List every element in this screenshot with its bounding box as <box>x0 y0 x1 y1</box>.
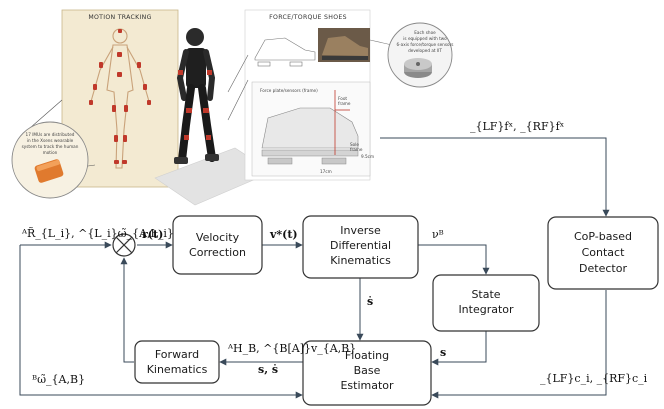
cop-detector-block: CoP-based Contact Detector <box>547 216 659 290</box>
shoe-sketch-top <box>254 37 316 67</box>
floating-base-label-3: Estimator <box>340 379 394 392</box>
motion-tracking-title: MOTION TRACKING <box>88 14 151 21</box>
state-integrator-label-1: State <box>471 288 500 301</box>
forward-kinematics-label-2: Kinematics <box>147 363 208 376</box>
signal-labels: ᴬR̃_{L_i}, ^{L_i}ω̃_{A,L_i} r(t) v*(t) ν… <box>21 120 648 386</box>
sensor-note-line-4: developed at IIT <box>408 48 442 53</box>
shoe-technical-drawing: Force plate/sensors (frame) Foot frame S… <box>251 81 374 177</box>
sensor-note-line-3: 6-axis force/torque sensors <box>397 42 454 47</box>
state-integrator-label-2: Integrator <box>458 303 514 316</box>
imu-note-line-1: 17 IMUs are distributed <box>26 132 75 137</box>
s-label: s <box>440 346 446 359</box>
ft-sensor-icon <box>404 58 432 78</box>
summing-junction <box>112 233 136 257</box>
s-dot-label: ṡ <box>367 295 373 308</box>
sensor-note-line-1: Each shoe <box>414 30 436 35</box>
floating-base-label-1: Floating <box>345 349 389 362</box>
force-torque-panel: FORCE/TORQUE SHOES Force plate/sensors (… <box>227 9 454 181</box>
sole-frame-label-2: frame <box>350 147 363 152</box>
force-torque-title: FORCE/TORQUE SHOES <box>269 14 347 21</box>
inverse-kinematics-label-1: Inverse <box>340 224 381 237</box>
velocity-correction-block: Velocity Correction <box>172 215 263 275</box>
inverse-kinematics-label-3: Kinematics <box>330 254 391 267</box>
sensor-note-line-2: is equipped with two <box>403 36 447 41</box>
forward-kinematics-label-1: Forward <box>155 348 199 361</box>
orientation-input-label: ᴬR̃_{L_i}, ^{L_i}ω̃_{A,L_i} <box>21 227 174 240</box>
imu-sensor-icon <box>34 159 64 183</box>
base-gyro-label: ᴮω̃_{A,B} <box>32 373 85 386</box>
forward-out-label: ᴬH_B, ^{B[A]}v_{A,B} <box>227 342 356 355</box>
sole-frame-label-1: Sole <box>350 142 359 147</box>
frame-legend: Force plate/sensors (frame) <box>260 88 318 93</box>
s-sdot-label: s, ṡ <box>258 363 278 376</box>
state-integrator-block: State Integrator <box>432 274 540 332</box>
r-t-label: r(t) <box>142 228 163 241</box>
dimension-length: 17cm <box>320 169 332 174</box>
foot-frame-label-2: frame <box>338 101 351 106</box>
cop-out-label: _{LF}c_i, _{RF}c_i <box>540 372 648 385</box>
forward-kinematics-block: Forward Kinematics <box>134 340 220 384</box>
shoe-photo <box>318 28 370 62</box>
imu-note-line-4: motion <box>43 150 58 155</box>
foot-frame-label-1: Foot <box>338 96 347 101</box>
cop-detector-label-2: Contact <box>582 246 625 259</box>
velocity-correction-label-2: Correction <box>189 246 246 259</box>
foot-wrench-label: _{LF}fˣ, _{RF}fˣ <box>470 120 565 133</box>
dimension-height: 9.5cm <box>361 154 374 159</box>
floating-base-estimator-block: Floating Base Estimator <box>302 340 432 406</box>
cop-detector-label-1: CoP-based <box>574 230 632 243</box>
imu-callout: 17 IMUs are distributed in the Xsens wea… <box>11 99 96 199</box>
imu-note-line-3: system to track the human <box>22 144 79 149</box>
velocity-correction-label-1: Velocity <box>196 231 240 244</box>
floating-base-label-2: Base <box>354 364 381 377</box>
imu-note-line-2: in the Xsens wearable <box>27 138 74 143</box>
sensor-callout: Each shoe is equipped with two 6-axis fo… <box>387 22 454 88</box>
imu-markers <box>89 29 151 164</box>
inverse-kinematics-block: Inverse Differential Kinematics <box>302 215 419 279</box>
inverse-kinematics-label-2: Differential <box>330 239 391 252</box>
signal-wires <box>19 137 610 399</box>
v-star-label: v*(t) <box>269 228 298 241</box>
cop-detector-label-3: Detector <box>579 262 627 275</box>
subject-photo <box>154 28 273 206</box>
nu-b-label: νᴮ <box>432 228 444 241</box>
